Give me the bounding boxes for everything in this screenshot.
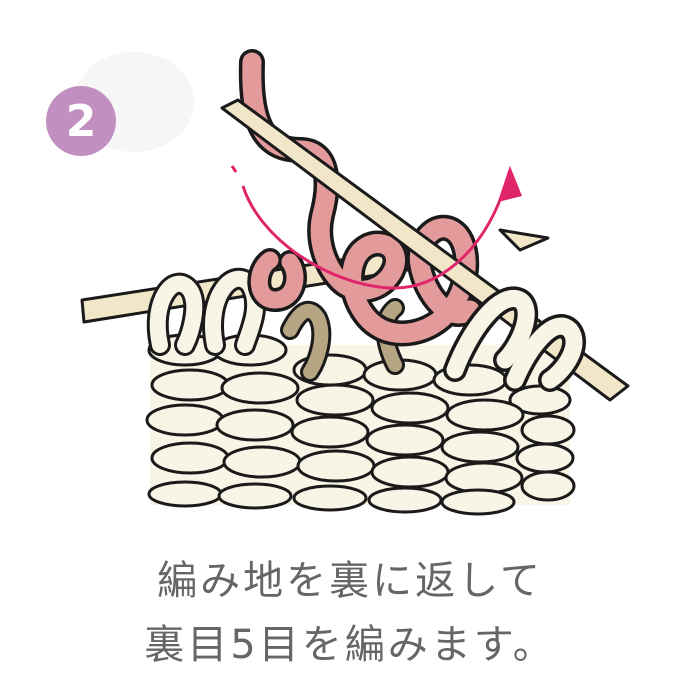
caption-line-2: 裏目5目を編みます。 (144, 622, 556, 668)
fabric-row-2 (150, 368, 576, 446)
step-number-badge: 2 (46, 86, 116, 156)
curved-arrow-icon (230, 165, 523, 290)
caption-line-1: 編み地を裏に返して (157, 558, 543, 604)
fabric-row-3 (145, 403, 575, 474)
fabric-row-4 (150, 441, 576, 502)
knitting-illustration (80, 49, 630, 516)
right-needle-loops (443, 286, 586, 392)
fabric-row-5 (147, 480, 516, 516)
